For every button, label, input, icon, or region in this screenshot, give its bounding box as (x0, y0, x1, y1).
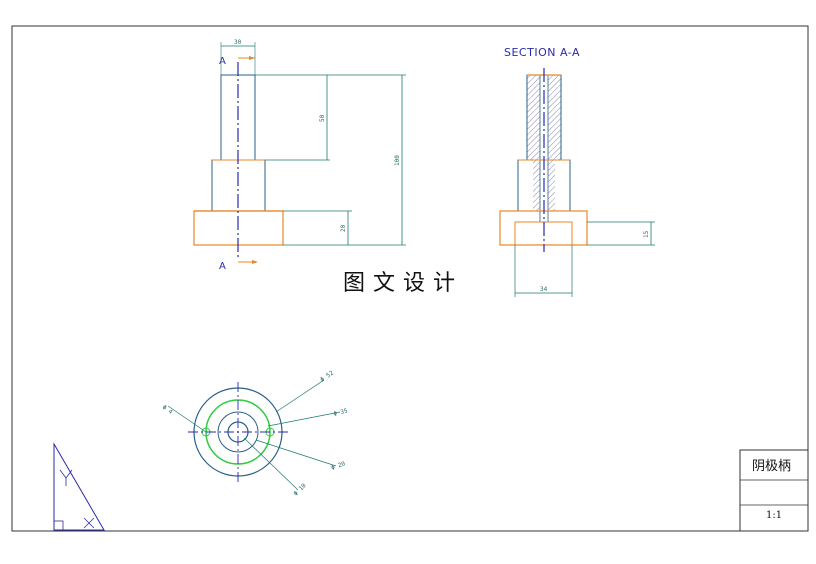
mid-circle (217, 411, 259, 453)
dim-section-flange-height: 15 (643, 230, 650, 238)
sheet-border (11, 25, 809, 532)
dim-flange-height: 20 (340, 224, 347, 232)
dim-dia-mid: Φ 20 (330, 460, 346, 472)
title-block: 阴极柄 1:1 (739, 449, 809, 532)
front-view: A A 30 50 100 20 (193, 39, 406, 272)
section-view: SECTION A-A 15 34 (499, 46, 655, 297)
dim-total-length: 100 (394, 155, 401, 166)
dim-base-width: 34 (540, 286, 548, 293)
section-marker-bottom: A (219, 261, 226, 272)
section-marker-top: A (219, 56, 226, 67)
scale-value: 1:1 (766, 510, 782, 521)
corner-triangle (53, 442, 105, 531)
part-name: 阴极柄 (752, 459, 791, 474)
watermark: 图文设计 (343, 271, 463, 296)
dim-dia-outer: Φ 52 (319, 369, 335, 383)
top-view: Φ 52 Φ 4 Φ 35 Φ 20 Φ 10 (161, 369, 349, 497)
dim-dia-pitch: Φ 35 (333, 407, 349, 418)
dim-dia-inner: Φ 10 (292, 482, 307, 497)
dim-dia-holes: Φ 4 (161, 404, 174, 416)
dim-top-width: 30 (234, 39, 242, 46)
dim-upper-length: 50 (319, 114, 326, 122)
section-title: SECTION A-A (504, 46, 580, 59)
